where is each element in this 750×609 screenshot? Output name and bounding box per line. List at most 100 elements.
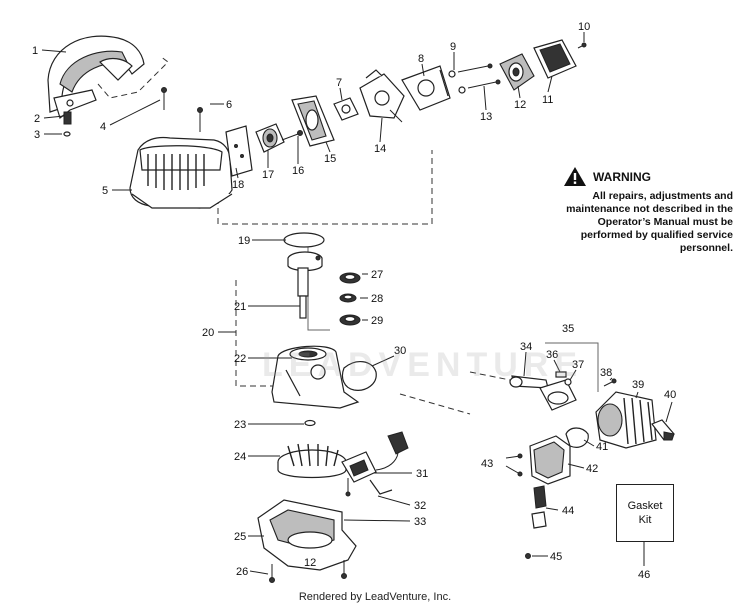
part-10-screw xyxy=(577,42,587,49)
callout-21: 21 xyxy=(234,301,246,313)
part-5-engine-cover xyxy=(129,136,233,209)
callout-4: 4 xyxy=(100,121,106,133)
leader-lines xyxy=(41,32,673,575)
callout-1: 1 xyxy=(32,45,38,57)
callout-2: 2 xyxy=(34,113,40,125)
callout-30: 30 xyxy=(394,345,406,357)
callout-28: 28 xyxy=(371,293,383,305)
part-8-carb-housing xyxy=(401,65,451,111)
callout-16: 16 xyxy=(292,165,304,177)
gasket-kit-line2: Kit xyxy=(638,514,652,526)
callout-22: 22 xyxy=(234,353,246,365)
callout-7: 7 xyxy=(336,77,342,89)
callout-29: 29 xyxy=(371,315,383,327)
assembly-dash-lines xyxy=(97,55,599,415)
callout-45: 45 xyxy=(550,551,562,563)
callout-26: 26 xyxy=(236,566,248,578)
callout-8: 8 xyxy=(418,53,424,65)
callout-14: 14 xyxy=(374,143,386,155)
part-3-screw xyxy=(63,111,72,137)
callout-40: 40 xyxy=(664,389,676,401)
callout-27: 27 xyxy=(371,269,383,281)
callout-11: 11 xyxy=(542,94,553,106)
part-9-screw xyxy=(448,63,493,78)
warning-block: WARNING All repairs, adjustments and mai… xyxy=(563,166,733,255)
part-23-washer xyxy=(304,419,316,427)
callout-39: 39 xyxy=(632,379,644,391)
callout-37: 37 xyxy=(572,359,584,371)
part-41-cylinder-gasket xyxy=(565,427,589,448)
warning-triangle-icon xyxy=(564,167,586,186)
callout-43: 43 xyxy=(481,458,493,470)
warning-text: All repairs, adjustments and maintenance… xyxy=(566,190,733,254)
callout-33: 33 xyxy=(414,516,426,528)
part-22-crankcase xyxy=(271,345,360,409)
part-29-bearing xyxy=(339,314,361,326)
part-21-crankshaft xyxy=(287,251,323,319)
callout-44: 44 xyxy=(562,505,574,517)
callout-34: 34 xyxy=(520,341,532,353)
callout-24: 24 xyxy=(234,451,246,463)
part-39-cylinder xyxy=(595,391,657,449)
part-2-bracket xyxy=(53,89,97,120)
callout-32: 32 xyxy=(414,500,426,512)
callout-20: 20 xyxy=(202,327,214,339)
part-19-gasket-disc xyxy=(283,232,325,248)
part-11-filter-cover xyxy=(533,39,577,79)
part-24-flywheel xyxy=(277,443,347,479)
callout-12: 12 xyxy=(514,99,526,111)
part-40-spark-plug xyxy=(651,419,675,441)
warning-header: WARNING xyxy=(563,166,733,187)
part-16-screw xyxy=(281,130,303,141)
callout-13: 13 xyxy=(480,111,492,123)
part-28-bearing xyxy=(339,293,357,303)
gasket-kit-box: Gasket Kit xyxy=(616,484,674,542)
callout-31: 31 xyxy=(416,468,428,480)
part-1-shield xyxy=(47,35,145,113)
part-26-screws xyxy=(269,560,347,583)
callout-6: 6 xyxy=(226,99,232,111)
module-screws xyxy=(345,478,351,497)
callout-18: 18 xyxy=(232,179,244,191)
callout-5: 5 xyxy=(102,185,108,197)
part-4-screw xyxy=(161,87,167,110)
part-45-screw xyxy=(525,553,531,559)
callout-numbers: 1 2 3 4 5 6 7 8 9 10 11 12 13 14 15 16 1… xyxy=(32,21,676,581)
callout-17: 17 xyxy=(262,169,274,181)
part-14-carburetor xyxy=(359,69,405,123)
callout-15: 15 xyxy=(324,153,336,165)
part-37-pin-clip xyxy=(564,378,572,386)
part-7-spacer xyxy=(333,97,359,121)
part-17-adapter xyxy=(255,123,285,153)
callout-35: 35 xyxy=(562,323,574,335)
callout-19: 19 xyxy=(238,235,250,247)
part-18-gasket xyxy=(225,125,253,177)
part-42-muffler xyxy=(529,435,571,485)
callout-41: 41 xyxy=(596,441,608,453)
callout-10: 10 xyxy=(578,21,590,33)
callout-23: 23 xyxy=(234,419,246,431)
part-43-muffler-screws xyxy=(505,453,523,477)
part-35-piston xyxy=(539,379,577,411)
part-25-housing: 12 xyxy=(257,499,357,571)
callout-9: 9 xyxy=(450,41,456,53)
part-12-air-filter xyxy=(499,53,535,91)
part-38-screw xyxy=(603,378,617,387)
part-36-piston-pin xyxy=(555,371,567,378)
callout-36: 36 xyxy=(546,349,558,361)
callout-3: 3 xyxy=(34,129,40,141)
part-30-gasket xyxy=(341,361,377,391)
watermark: LEADVENTURE xyxy=(262,346,584,384)
housing-embossed-mark: 12 xyxy=(304,557,316,569)
part-44-screen xyxy=(531,485,547,529)
part-31-ignition-module xyxy=(341,431,409,495)
callout-42: 42 xyxy=(586,463,598,475)
warning-title: WARNING xyxy=(593,169,651,184)
footer-credit: Rendered by LeadVenture, Inc. xyxy=(298,591,452,603)
gasket-kit-line1: Gasket xyxy=(627,500,663,512)
part-13-screw xyxy=(458,79,501,94)
part-6-screw xyxy=(197,107,203,132)
callout-25: 25 xyxy=(234,531,246,543)
callout-46: 46 xyxy=(638,569,650,581)
